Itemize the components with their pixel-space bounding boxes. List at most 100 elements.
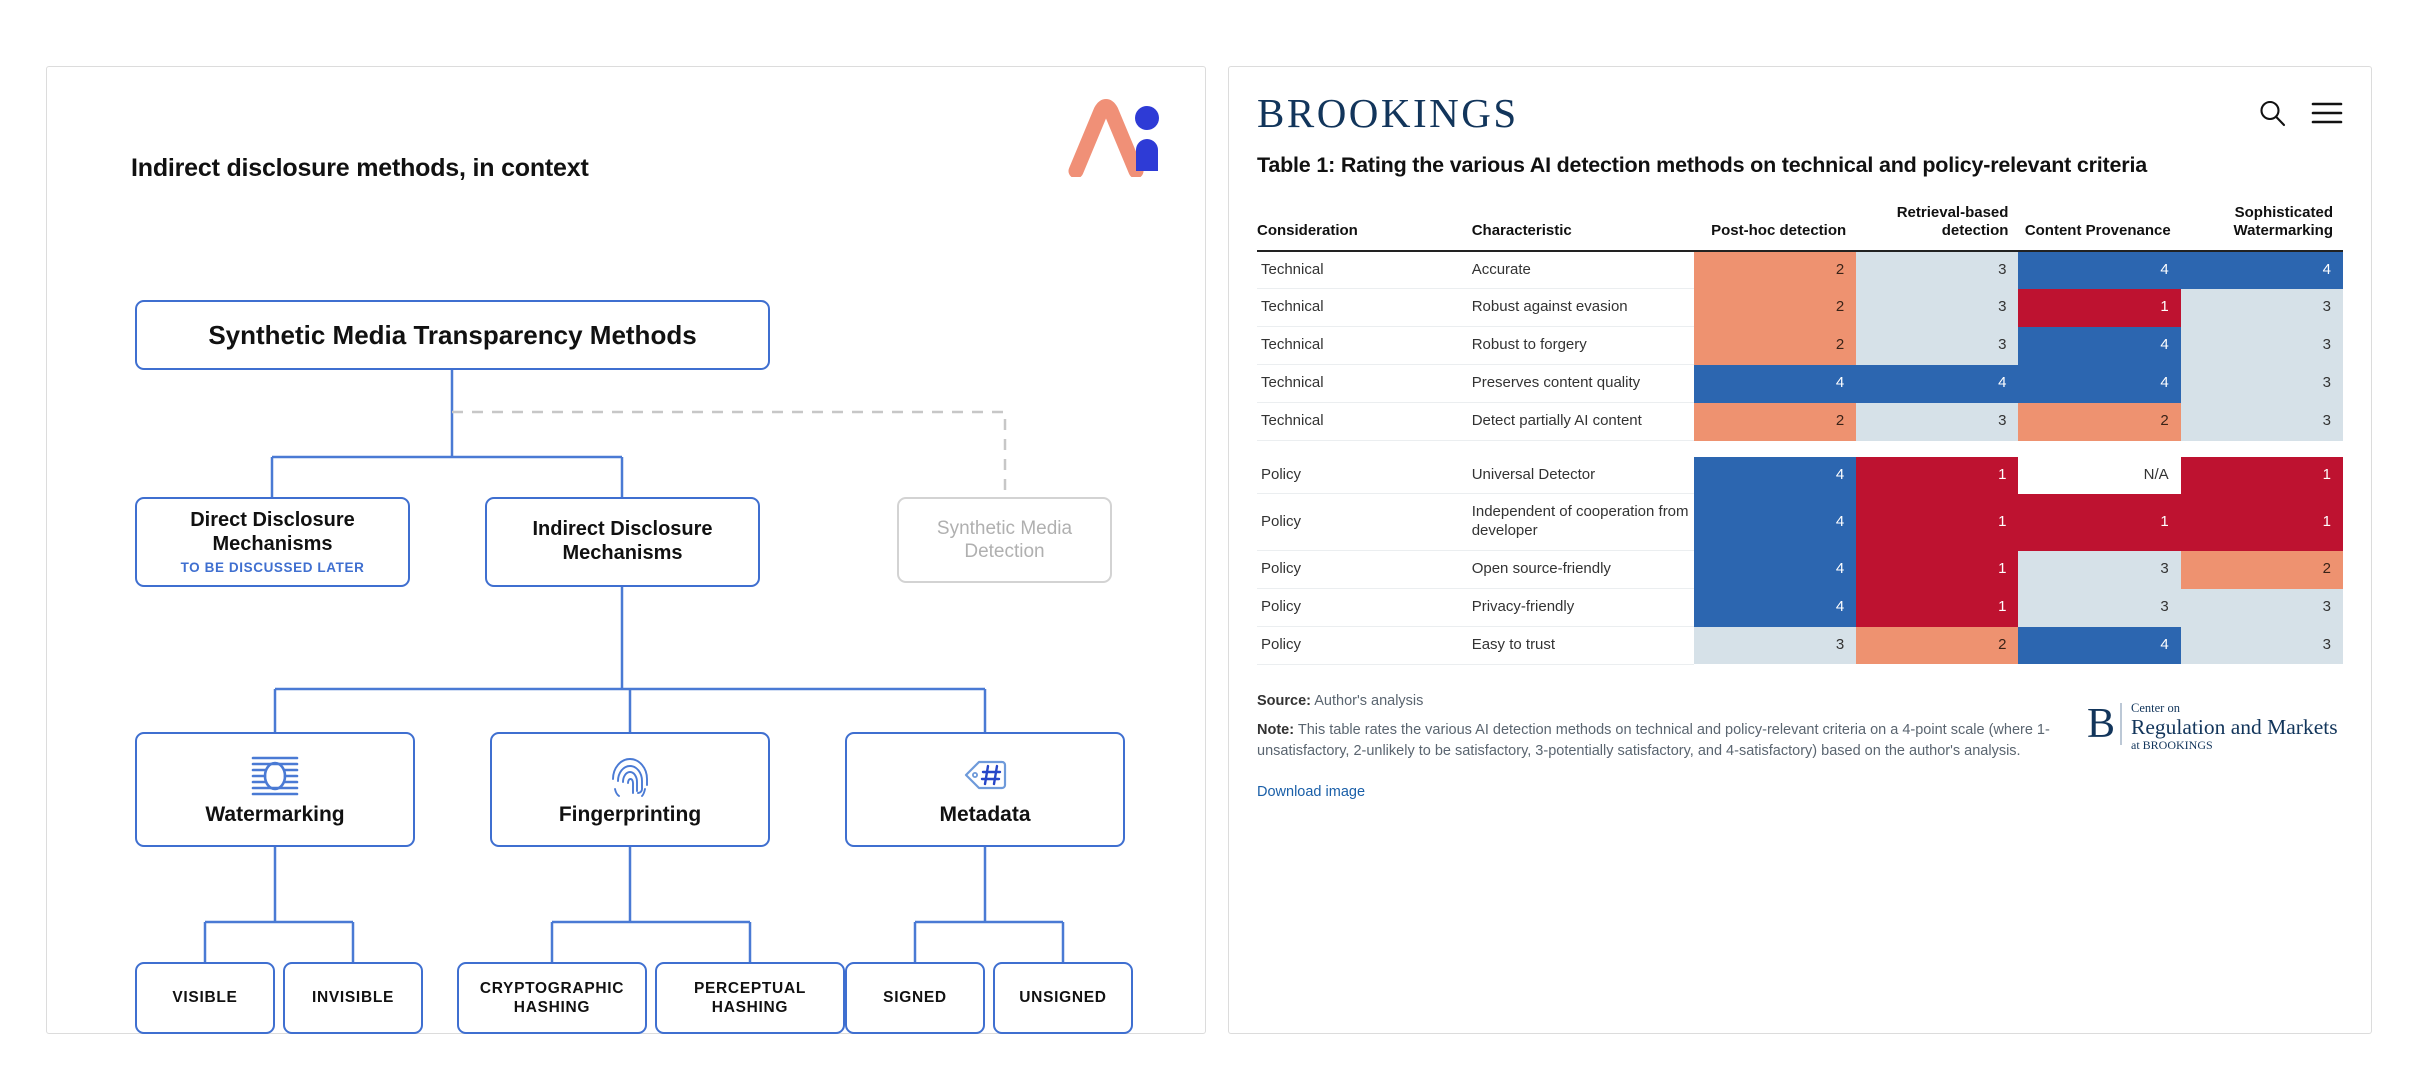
tag-hash-icon xyxy=(964,760,1007,789)
gap-cell xyxy=(1257,440,1472,457)
cell-characteristic: Robust against evasion xyxy=(1471,288,1694,328)
cell-score: 2 xyxy=(2018,402,2181,441)
cell-score: 3 xyxy=(2180,402,2343,441)
node-label: Synthetic Media Transparency Methods xyxy=(208,319,697,350)
note-line: Note: This table rates the various AI de… xyxy=(1257,720,2057,763)
header-actions xyxy=(2257,98,2343,128)
node-label: VISIBLE xyxy=(172,989,238,1007)
node-unsigned[interactable]: UNSIGNED xyxy=(993,962,1133,1034)
node-invisible[interactable]: INVISIBLE xyxy=(283,962,423,1034)
node-signed[interactable]: SIGNED xyxy=(845,962,985,1034)
cell-score: 1 xyxy=(1856,456,2019,494)
svg-text:Regulation and Markets: Regulation and Markets xyxy=(2131,715,2338,739)
cell-score: 4 xyxy=(2180,250,2343,289)
cell-consideration: Policy xyxy=(1257,588,1472,627)
cell-consideration: Policy xyxy=(1257,493,1472,552)
node-cryptographic-hashing[interactable]: CRYPTOGRAPHIC HASHING xyxy=(457,962,647,1034)
node-synthetic-media-transparency-methods[interactable]: Synthetic Media Transparency Methods xyxy=(135,300,770,370)
node-label: Synthetic Media Detection xyxy=(936,517,1073,562)
center-on-regulation-and-markets-logo: B Center on Regulation and Markets at BR… xyxy=(2087,701,2338,752)
header-row: Consideration Characteristic Post-hoc de… xyxy=(1257,204,2343,251)
cell-score: 3 xyxy=(2180,288,2343,327)
cell-consideration: Policy xyxy=(1257,626,1472,665)
cell-consideration: Technical xyxy=(1257,326,1472,366)
node-direct-disclosure-mechanisms[interactable]: Direct Disclosure Mechanisms TO BE DISCU… xyxy=(135,497,410,587)
node-label: Fingerprinting xyxy=(558,802,702,826)
node-metadata[interactable]: Metadata xyxy=(845,732,1125,847)
node-synthetic-media-detection[interactable]: Synthetic Media Detection xyxy=(897,497,1112,583)
node-label: UNSIGNED xyxy=(1019,989,1107,1007)
cell-characteristic: Detect partially AI content xyxy=(1471,402,1694,442)
cell-score: 1 xyxy=(1856,550,2019,589)
cell-score: 1 xyxy=(1856,588,2019,627)
ai-logo xyxy=(1068,99,1159,177)
cell-score: 3 xyxy=(1856,288,2019,327)
table-header: Consideration Characteristic Post-hoc de… xyxy=(1257,204,2343,251)
brookings-table-panel: BROOKINGS Table 1: Rating the various AI… xyxy=(1228,66,2372,1034)
cell-consideration: Technical xyxy=(1257,288,1472,328)
cell-score: 3 xyxy=(2180,326,2343,365)
cell-score: 3 xyxy=(2180,588,2343,627)
node-watermarking[interactable]: Watermarking xyxy=(135,732,415,847)
cell-score: 1 xyxy=(2018,493,2181,551)
gap-cell xyxy=(1693,440,1857,457)
download-image-link[interactable]: Download image xyxy=(1257,784,1366,801)
watermark-lines-icon xyxy=(251,756,299,795)
cell-score: 3 xyxy=(2018,588,2181,627)
node-label: SIGNED xyxy=(883,989,947,1007)
col-retrieval-based-detection: Retrieval-based detection xyxy=(1896,204,2009,240)
gap-cell xyxy=(1856,440,2019,457)
cell-characteristic: Universal Detector xyxy=(1471,456,1694,495)
col-characteristic: Characteristic xyxy=(1471,222,1572,240)
node-indirect-disclosure-mechanisms[interactable]: Indirect Disclosure Mechanisms xyxy=(485,497,760,587)
cell-characteristic: Robust to forgery xyxy=(1471,326,1694,366)
cell-score: 4 xyxy=(2018,326,2181,365)
cell-score: 4 xyxy=(1856,364,2019,403)
cell-score: 2 xyxy=(2180,550,2343,589)
cell-characteristic: Preserves content quality xyxy=(1471,364,1694,404)
cell-score: 3 xyxy=(2018,550,2181,589)
cell-score: 2 xyxy=(1693,402,1857,441)
cell-score: 4 xyxy=(2018,250,2181,289)
table-footnotes: Source: Author's analysis Note: This tab… xyxy=(1257,691,2343,801)
node-label: CRYPTOGRAPHIC HASHING xyxy=(479,979,625,1016)
cell-score: 1 xyxy=(2180,493,2343,551)
cell-score: 3 xyxy=(1856,250,2019,289)
cell-score: 3 xyxy=(1856,402,2019,441)
cell-score: 3 xyxy=(2180,626,2343,665)
search-icon[interactable] xyxy=(2257,98,2287,128)
node-visible[interactable]: VISIBLE xyxy=(135,962,275,1034)
site-header: BROOKINGS xyxy=(1257,67,2343,137)
node-label: Direct Disclosure Mechanisms xyxy=(190,508,355,555)
cell-score: 2 xyxy=(1693,288,1857,327)
col-consideration: Consideration xyxy=(1257,222,1358,240)
node-sublabel: TO BE DISCUSSED LATER xyxy=(180,560,365,576)
cell-score: 4 xyxy=(1693,364,1857,403)
cell-score: 2 xyxy=(1856,626,2019,665)
cell-characteristic: Independent of cooperation from develope… xyxy=(1471,493,1694,552)
cell-score: 4 xyxy=(1693,550,1857,589)
section-gap-row xyxy=(1257,440,2343,457)
cell-consideration: Technical xyxy=(1257,250,1472,290)
cell-characteristic: Privacy-friendly xyxy=(1471,588,1694,627)
node-label: Metadata xyxy=(939,802,1031,826)
hamburger-menu-icon[interactable] xyxy=(2311,100,2343,126)
col-sophisticated-watermarking: Sophisticated Watermarking xyxy=(2233,204,2333,240)
gap-cell xyxy=(2180,440,2343,457)
cell-score: 2 xyxy=(1693,250,1857,289)
node-fingerprinting[interactable]: Fingerprinting xyxy=(490,732,770,847)
cell-score: 3 xyxy=(1693,626,1857,665)
cell-consideration: Technical xyxy=(1257,402,1472,442)
brookings-wordmark[interactable]: BROOKINGS xyxy=(1257,90,1519,136)
svg-text:B: B xyxy=(2087,701,2115,747)
node-perceptual-hashing[interactable]: PERCEPTUAL HASHING xyxy=(655,962,845,1034)
svg-text:Center on: Center on xyxy=(2131,701,2181,715)
